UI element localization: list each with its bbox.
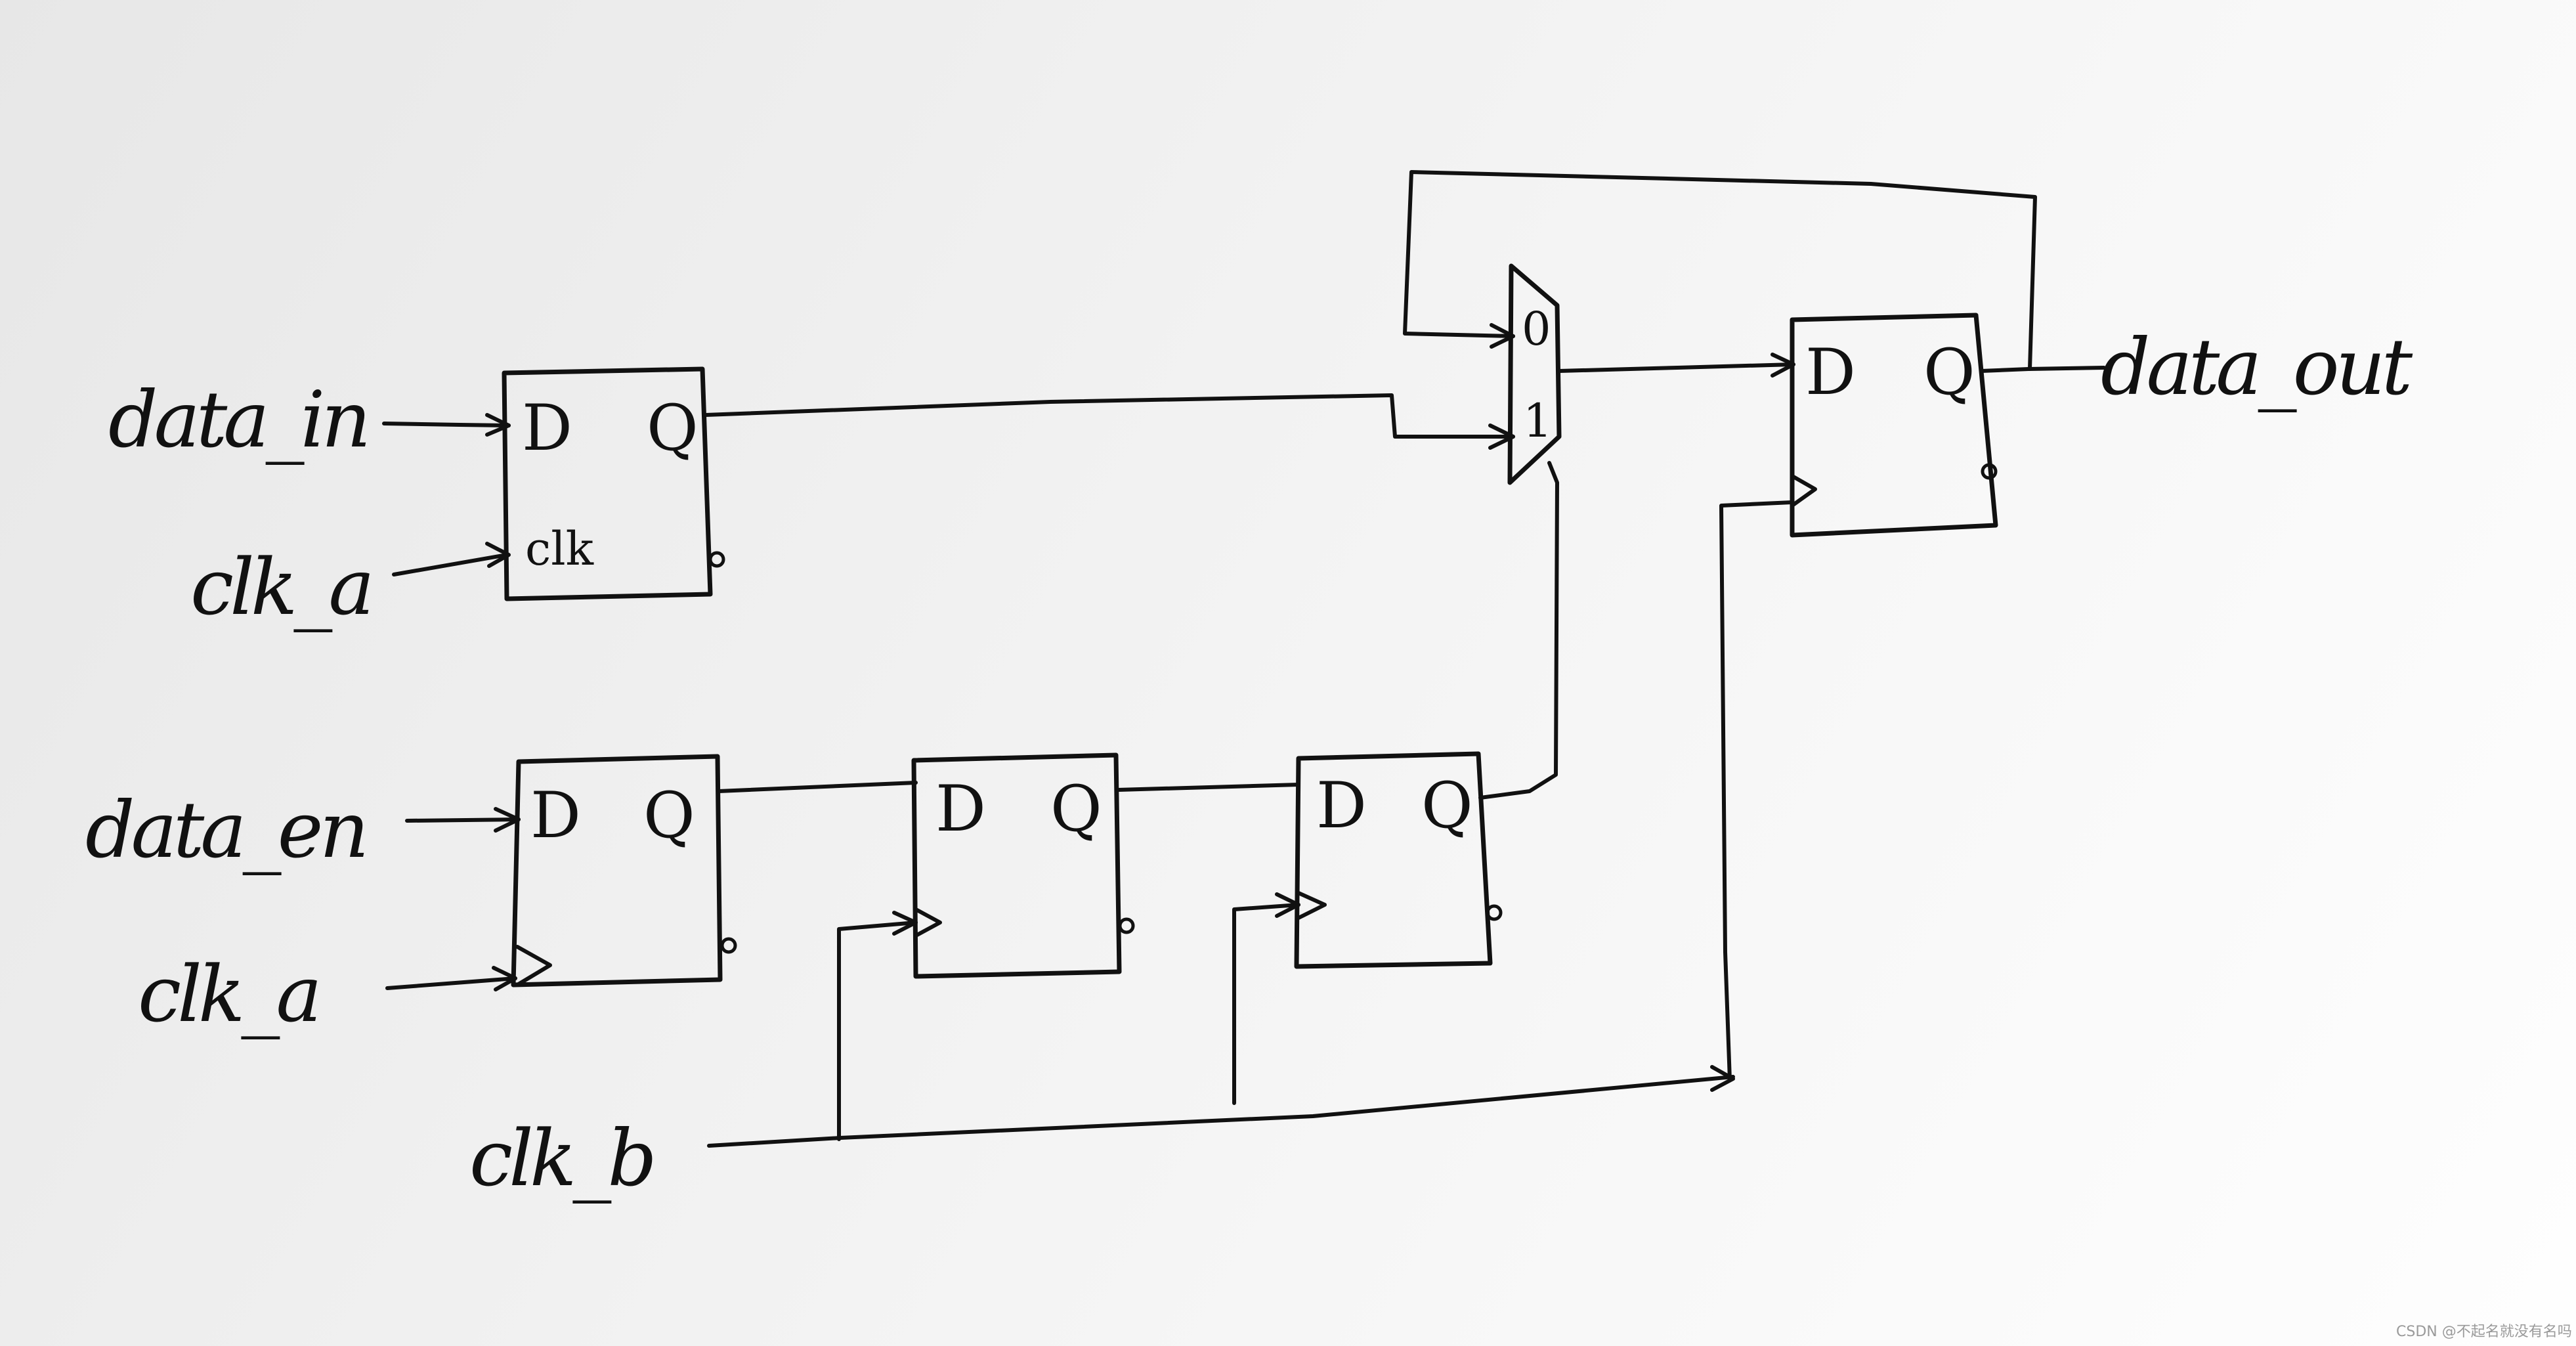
signal-label-clk-a-2: clk_a [138, 949, 318, 1039]
ff4-clock-triangle [1297, 891, 1327, 920]
flip-flop-sync-1: D Q [911, 752, 1135, 979]
signal-label-clk-b: clk_b [469, 1113, 653, 1204]
arrow-mux-input-0 [1490, 323, 1515, 349]
ff4-qbar-bubble [1486, 904, 1503, 921]
flip-flop-data-in: D Q clk [502, 366, 725, 601]
flip-flop-sync-2: D Q [1294, 751, 1503, 969]
wire-clk-a-2 [385, 976, 517, 990]
ff2-d-pin-label: D [530, 779, 581, 852]
wire-ff4-q-to-mux-select [1478, 461, 1559, 800]
wire-clk-b-to-output-ff [1719, 500, 1794, 1082]
ff1-q-pin-label: Q [647, 391, 698, 465]
signal-label-clk-a-1: clk_a [190, 542, 371, 632]
flip-flop-output: D Q [1790, 313, 1998, 538]
mux-input-0-label: 0 [1522, 302, 1551, 356]
ff5-qbar-bubble [1981, 463, 1998, 480]
flip-flop-data-en: D Q [511, 754, 737, 988]
signal-label-data-out: data_out [2101, 322, 2413, 412]
ff4-q-pin-label: Q [1421, 769, 1473, 842]
ff3-qbar-bubble [1118, 917, 1135, 934]
ff3-clock-triangle [914, 907, 942, 938]
ff1-d-pin-label: D [522, 391, 572, 465]
signal-label-data-in: data_in [108, 374, 367, 465]
wire-clk-b-to-ff4 [1232, 903, 1300, 1105]
ff2-qbar-bubble [720, 937, 737, 954]
arrow-clk-b-ff4 [1275, 892, 1300, 918]
arrow-clk-b-ff3 [892, 911, 918, 936]
arrow-data-en [494, 807, 521, 833]
wire-ff2-to-ff3 [717, 781, 918, 793]
wire-mux-to-output-ff [1557, 362, 1795, 373]
wire-ff3-to-ff4 [1116, 783, 1300, 792]
ff3-d-pin-label: D [935, 772, 986, 846]
wire-ff1-q-to-mux [704, 393, 1515, 439]
wire-data-out [1979, 366, 2106, 373]
signal-label-data-en: data_en [85, 785, 366, 875]
ff5-d-pin-label: D [1805, 336, 1856, 409]
wire-data-in [382, 422, 511, 427]
ff1-qbar-bubble [708, 551, 725, 568]
ff2-clock-triangle [515, 945, 552, 987]
arrow-clk-b-bus [1710, 1065, 1735, 1092]
wire-clk-b-to-ff3 [837, 921, 918, 1141]
watermark: CSDN @不起名就没有名吗 [2396, 1324, 2572, 1340]
wire-clk-b-bus [707, 1075, 1735, 1148]
ff1-clk-pin-label: clk [525, 522, 594, 576]
wire-feedback-loop [1403, 170, 2037, 371]
arrow-clk-a-2 [492, 966, 517, 991]
arrow-clk-a-1 [485, 542, 511, 568]
ff5-q-pin-label: Q [1923, 336, 1975, 409]
mux-input-1-label: 1 [1523, 394, 1553, 448]
ff4-d-pin-label: D [1316, 769, 1367, 842]
arrow-mux-input-1 [1488, 423, 1515, 450]
arrow-mux-to-output-ff [1771, 353, 1795, 378]
ff2-q-pin-label: Q [643, 779, 695, 852]
multiplexer: 0 1 [1507, 263, 1562, 485]
wire-clk-a-1 [392, 553, 509, 576]
wire-data-en [405, 817, 521, 823]
arrow-data-in [485, 413, 511, 437]
ff5-clock-triangle [1790, 474, 1817, 508]
ff3-q-pin-label: Q [1050, 772, 1102, 846]
